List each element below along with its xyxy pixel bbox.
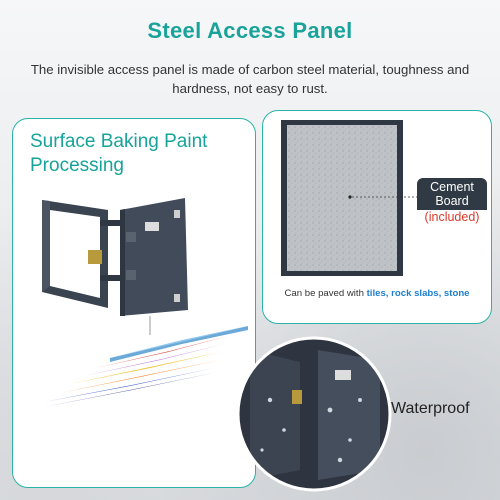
cement-included-label: (included) bbox=[424, 210, 480, 224]
access-panel-frame bbox=[42, 200, 122, 308]
cement-board-label: Cement Board bbox=[417, 178, 487, 210]
page-title: Steel Access Panel bbox=[147, 18, 353, 43]
label-plate bbox=[145, 222, 159, 231]
paved-prefix: Can be paved with bbox=[284, 288, 364, 299]
cement-board-panel bbox=[281, 120, 417, 276]
hinge-icon bbox=[88, 250, 102, 264]
paint-card-heading: Surface Baking Paint Processing bbox=[30, 131, 208, 176]
waterproof-photo bbox=[236, 336, 392, 492]
waterproof-label: Waterproof bbox=[391, 400, 470, 417]
access-panel-door bbox=[120, 198, 188, 316]
paved-caption: Can be paved with tiles, rock slabs, sto… bbox=[262, 288, 492, 299]
paved-items: tiles, rock slabs, stone bbox=[366, 288, 470, 299]
paint-layers bbox=[44, 326, 248, 407]
page-subtitle: The invisible access panel is made of ca… bbox=[30, 62, 470, 96]
